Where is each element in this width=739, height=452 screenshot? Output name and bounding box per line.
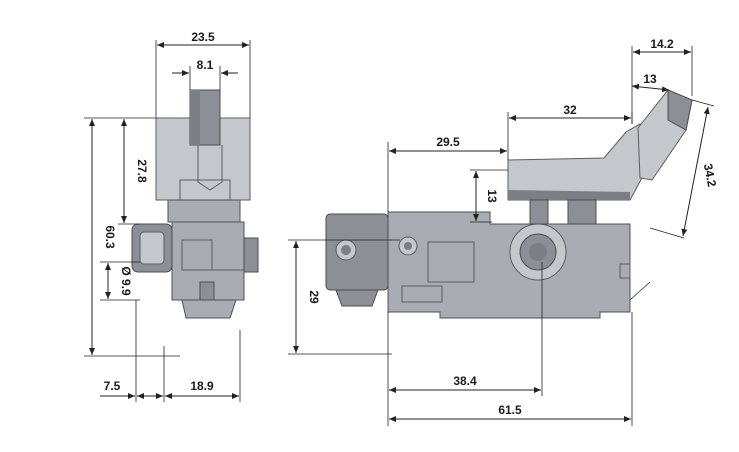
dim-side-trigger-inner: 13	[643, 72, 657, 86]
dim-shaft-diameter: Ø 9.9	[119, 266, 133, 296]
side-left-cap	[325, 213, 389, 291]
side-trigger	[507, 123, 643, 201]
dim-body-height: 29	[307, 290, 321, 304]
side-view-switch	[325, 89, 693, 319]
dim-overall-length: 61.5	[498, 403, 522, 417]
side-main-housing	[387, 211, 631, 319]
dim-stem-width: 8.1	[197, 58, 214, 72]
front-dimensions: 23.5 8.1 60.3 27.8 Ø 9.9 7.5 18.9	[84, 30, 251, 402]
front-mid-body	[167, 199, 241, 223]
front-view-switch	[131, 89, 259, 319]
dim-trigger-start: 29.5	[436, 135, 460, 149]
front-right-lug	[243, 237, 259, 273]
dim-overall-height: 60.3	[103, 225, 117, 249]
dim-shaft-position: 38.4	[453, 374, 477, 388]
side-dimensions: 14.2 13 32 29.5 13 34.2 29 38.4	[288, 37, 719, 426]
dim-side-trigger-top: 14.2	[650, 37, 674, 51]
dim-line-trigger-diag	[681, 106, 710, 237]
dim-top-width: 23.5	[191, 30, 215, 44]
dim-trigger-diag: 34.2	[701, 162, 719, 188]
dim-trigger-step: 13	[485, 189, 499, 203]
dim-trigger-length: 32	[563, 103, 577, 117]
dim-right-offset: 18.9	[190, 379, 214, 393]
dim-left-offset: 7.5	[104, 379, 121, 393]
dim-trigger-height: 27.8	[135, 159, 149, 183]
